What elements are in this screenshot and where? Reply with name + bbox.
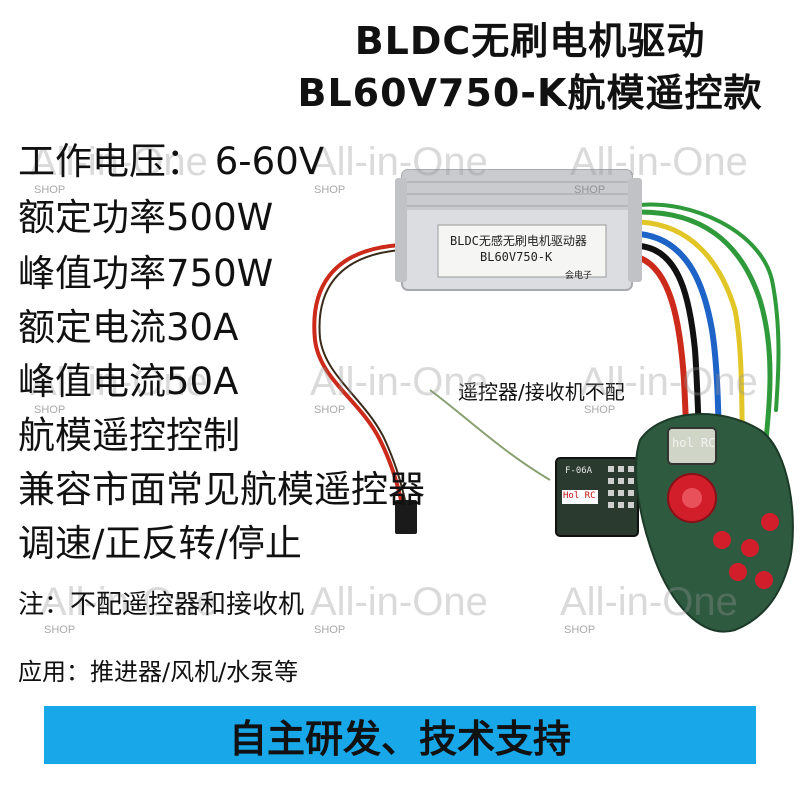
remote-brand: hol RC — [672, 436, 716, 450]
controller-box — [395, 169, 642, 291]
spec-rated-power: 额定功率500W — [18, 196, 274, 239]
receiver-brand: Hol RC — [563, 491, 596, 501]
spec-voltage: 工作电压： 6-60V — [18, 140, 325, 183]
note-text: 注：不配遥控器和接收机 — [18, 590, 305, 620]
title-area: BLDC无刷电机驱动 BL60V750-K航模遥控款 — [0, 0, 800, 118]
receiver-module — [555, 457, 639, 537]
signal-cable — [312, 243, 407, 506]
title-line-2: BL60V750-K航模遥控款 — [297, 71, 763, 115]
spec-rated-current: 额定电流30A — [18, 306, 239, 349]
application-text: 应用：推进器/风机/水泵等 — [18, 658, 299, 686]
product-label-line-2: BL60V750-K — [480, 250, 553, 264]
product-label-maker: 会电子 — [565, 271, 593, 281]
spec-compatibility: 兼容市面常见航模遥控器 — [18, 468, 425, 511]
servo-connector — [395, 500, 417, 534]
spec-rc-control: 航模遥控控制 — [18, 414, 240, 457]
title-line-1: BLDC无刷电机驱动 — [354, 19, 706, 63]
footer-banner: 自主研发、技术支持 — [44, 706, 756, 764]
receiver-model: F-06A — [565, 466, 593, 476]
product-label-line-1: BLDC无感无刷电机驱动器 — [450, 234, 587, 248]
spec-functions: 调速/正反转/停止 — [18, 522, 302, 565]
handheld-remote — [635, 413, 794, 633]
antenna-wire — [429, 389, 551, 481]
receiver-note: 遥控器/接收机不配 — [458, 380, 625, 404]
spec-peak-power: 峰值功率750W — [18, 252, 274, 295]
spec-peak-current: 峰值电流50A — [18, 360, 239, 403]
